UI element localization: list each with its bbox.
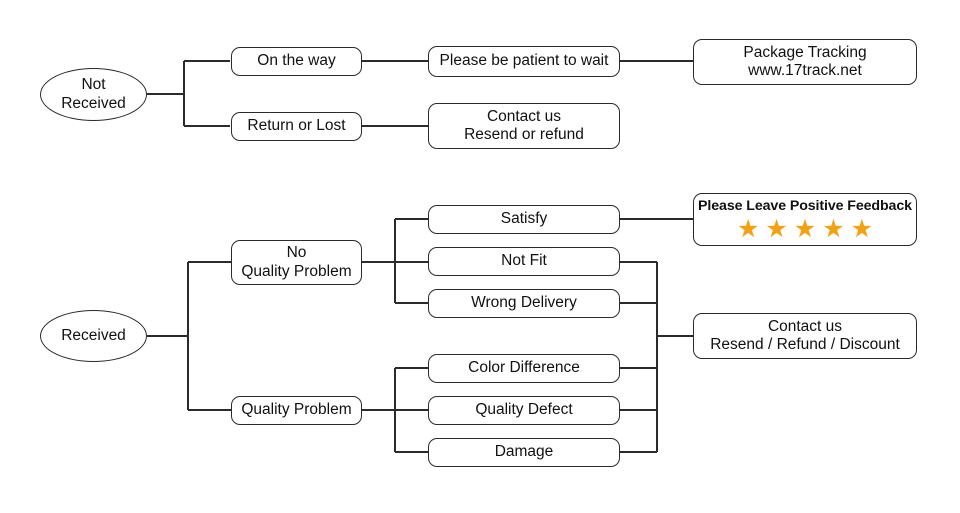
node-contact-resend-refund-discount[interactable]: Contact us Resend / Refund / Discount xyxy=(693,313,917,359)
node-received-label: Received xyxy=(61,326,126,344)
star-icon-3[interactable]: ★ xyxy=(793,214,817,243)
star-icon-4[interactable]: ★ xyxy=(822,214,845,243)
node-on-the-way-label: On the way xyxy=(257,52,336,70)
node-wrong-delivery[interactable]: Wrong Delivery xyxy=(428,289,620,318)
node-quality-problem[interactable]: Quality Problem xyxy=(231,396,362,425)
node-not-fit[interactable]: Not Fit xyxy=(428,247,620,276)
node-return-or-lost[interactable]: Return or Lost xyxy=(231,112,362,141)
node-not-received[interactable]: Not Received xyxy=(40,68,147,121)
node-no-quality-problem-line2: Quality Problem xyxy=(241,262,352,280)
node-package-tracking-url: www.17track.net xyxy=(748,62,862,79)
node-color-difference[interactable]: Color Difference xyxy=(428,354,620,383)
node-quality-defect-label: Quality Defect xyxy=(475,401,573,419)
node-please-be-patient-label: Please be patient to wait xyxy=(439,52,609,70)
node-package-tracking-line1: Package Tracking xyxy=(743,43,867,61)
node-not-received-line1: Not xyxy=(81,76,106,94)
node-resolution-line2: Resend / Refund / Discount xyxy=(710,336,900,353)
node-no-quality-problem[interactable]: No Quality Problem xyxy=(231,240,362,285)
node-satisfy-label: Satisfy xyxy=(500,210,548,228)
node-color-difference-label: Color Difference xyxy=(468,359,580,377)
node-not-received-line2: Received xyxy=(61,94,126,112)
star-rating[interactable]: ★ ★ ★ ★ ★ xyxy=(736,214,874,243)
node-received[interactable]: Received xyxy=(40,310,147,362)
node-damage[interactable]: Damage xyxy=(428,438,620,467)
star-icon-1[interactable]: ★ xyxy=(736,214,760,243)
node-quality-defect[interactable]: Quality Defect xyxy=(428,396,620,425)
node-package-tracking[interactable]: Package Tracking www.17track.net xyxy=(693,39,917,85)
node-no-quality-problem-line1: No xyxy=(286,244,307,262)
node-return-or-lost-label: Return or Lost xyxy=(247,117,346,135)
node-on-the-way[interactable]: On the way xyxy=(231,47,362,76)
feedback-title: Please Leave Positive Feedback xyxy=(698,198,912,215)
node-please-be-patient[interactable]: Please be patient to wait xyxy=(428,46,620,77)
node-wrong-delivery-label: Wrong Delivery xyxy=(471,294,577,312)
node-contact-resend-refund-line2: Resend or refund xyxy=(464,126,584,143)
node-damage-label: Damage xyxy=(494,443,554,461)
node-contact-resend-refund[interactable]: Contact us Resend or refund xyxy=(428,103,620,149)
node-resolution-line1: Contact us xyxy=(767,317,843,335)
star-icon-5[interactable]: ★ xyxy=(850,214,874,243)
node-quality-problem-label: Quality Problem xyxy=(241,401,352,419)
node-not-fit-label: Not Fit xyxy=(501,252,547,270)
node-contact-resend-refund-line1: Contact us xyxy=(486,107,562,125)
node-satisfy[interactable]: Satisfy xyxy=(428,205,620,234)
node-positive-feedback[interactable]: Please Leave Positive Feedback ★ ★ ★ ★ ★ xyxy=(693,193,917,246)
star-icon-2[interactable]: ★ xyxy=(765,214,788,243)
